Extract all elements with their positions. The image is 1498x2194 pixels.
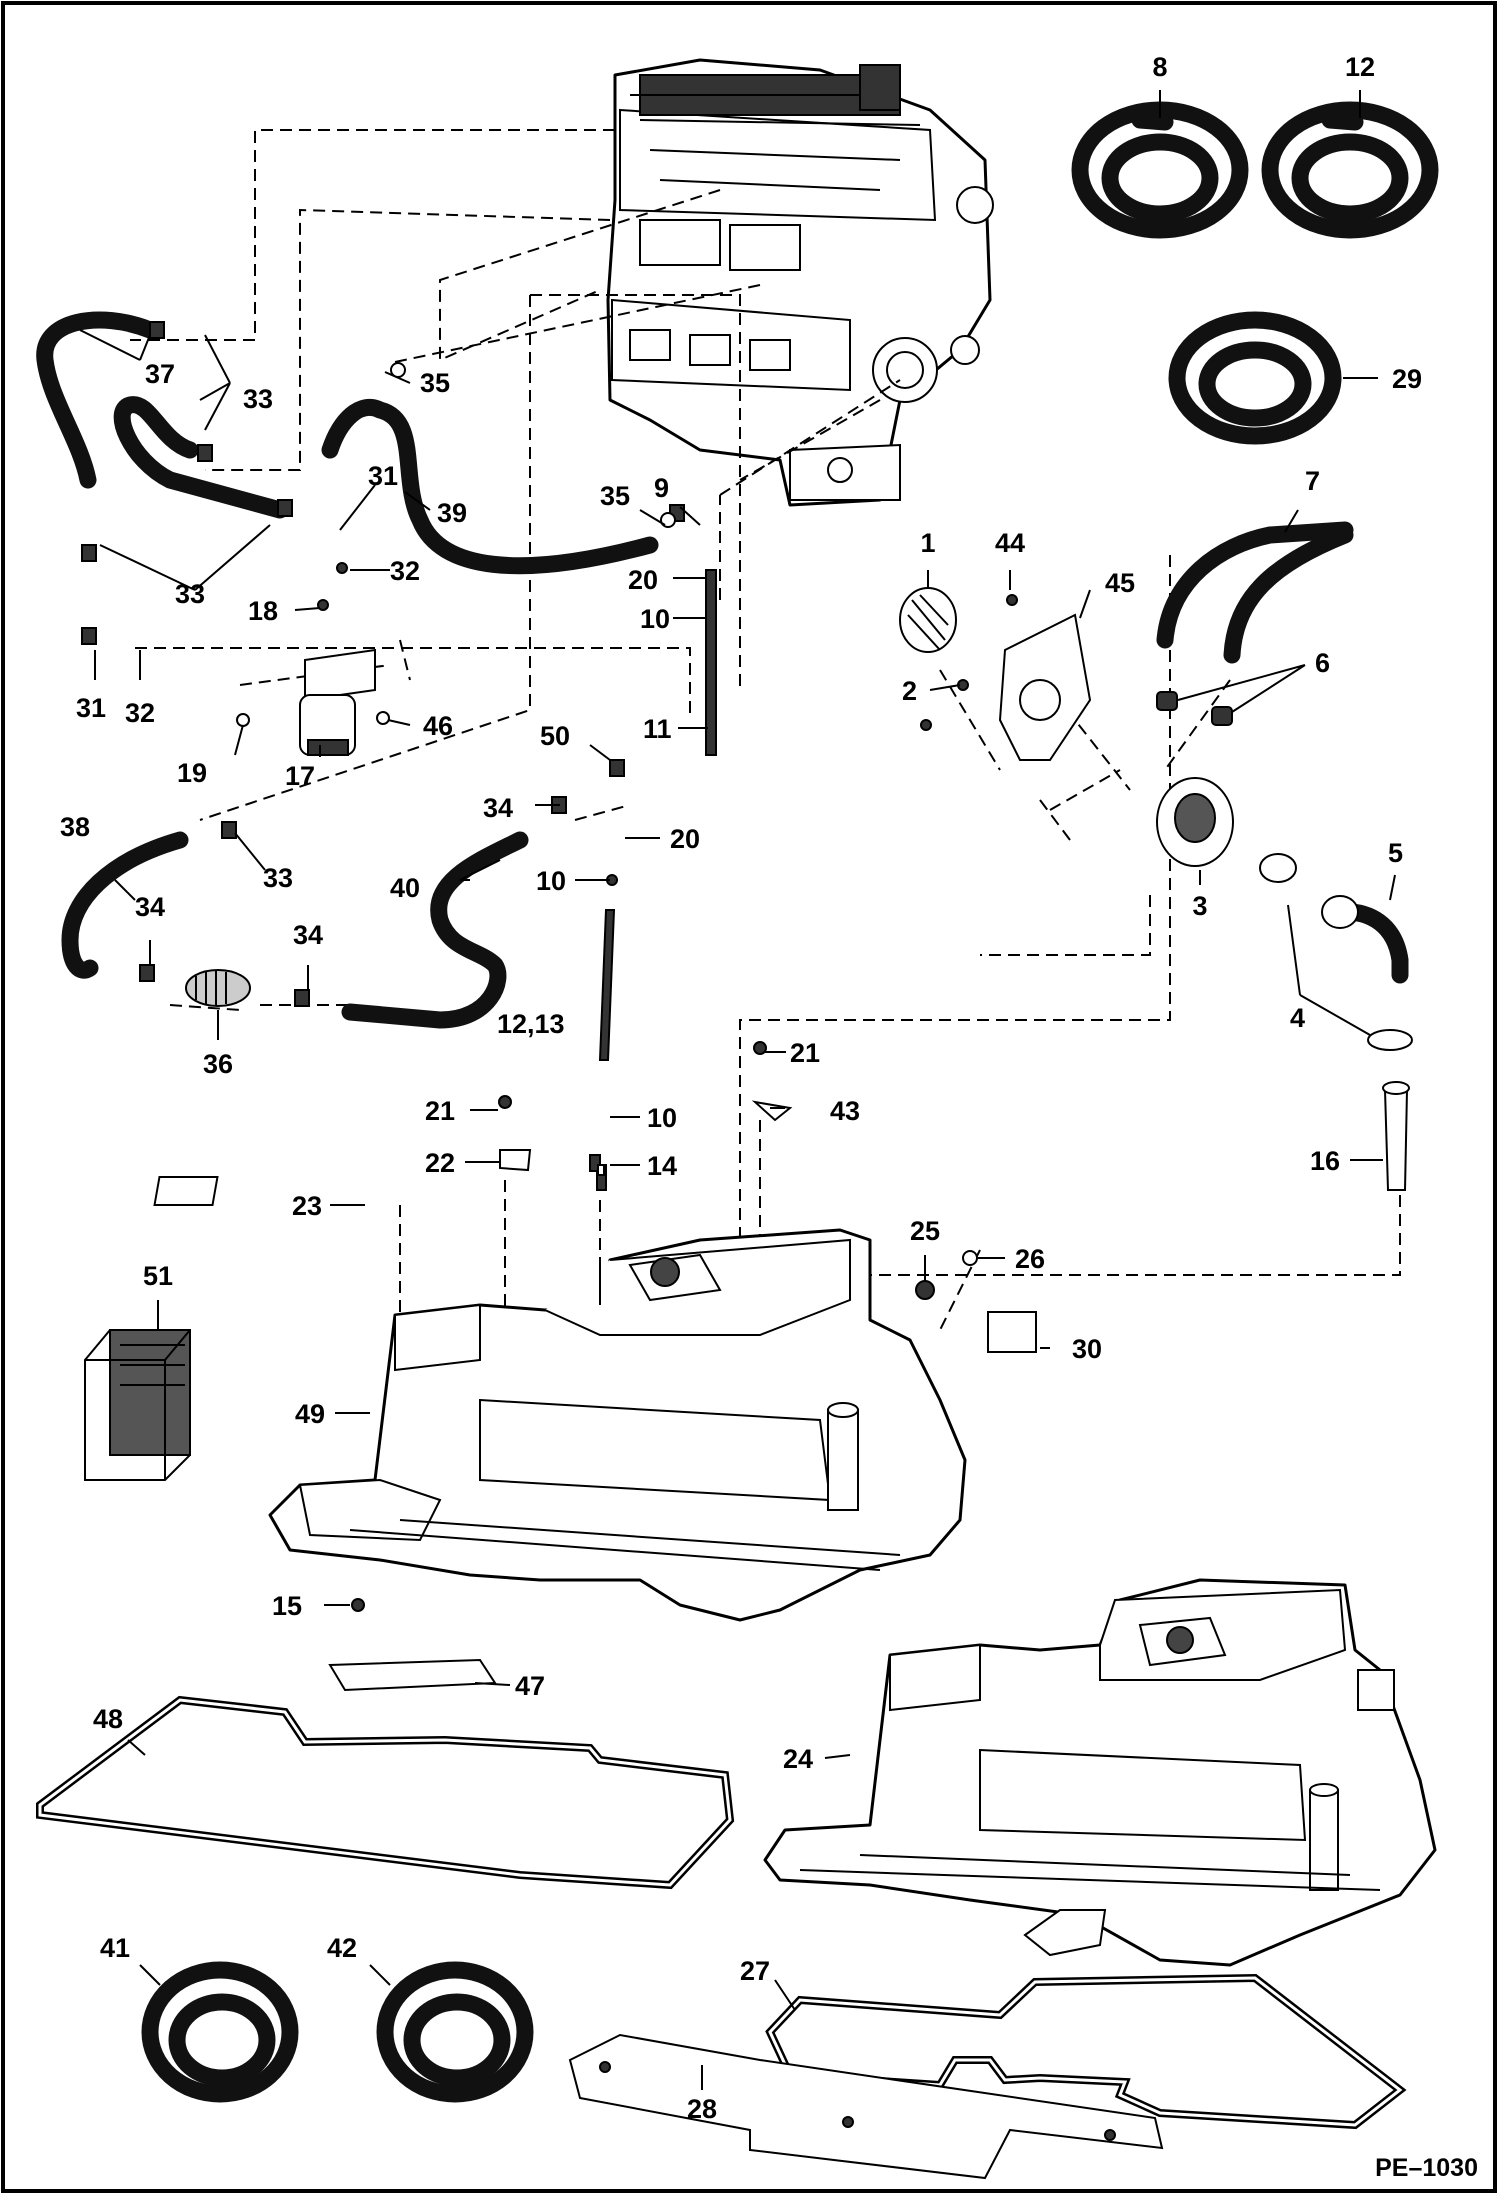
callout-49: 49 [295, 1399, 325, 1429]
hose-coil-29 [1168, 311, 1342, 445]
callout-43: 43 [830, 1096, 860, 1126]
callout-22: 22 [425, 1148, 455, 1178]
callout-26: 26 [1015, 1244, 1045, 1274]
callout-9: 9 [654, 473, 669, 503]
callout-48: 48 [93, 1704, 123, 1734]
fuel-line-fittings [81, 321, 717, 1007]
callout-41: 41 [100, 1933, 130, 1963]
callout-31: 31 [368, 461, 398, 491]
callout-35: 35 [420, 368, 450, 398]
fuel-filter-17 [236, 648, 390, 756]
callout-15: 15 [272, 1591, 302, 1621]
callout-28: 28 [687, 2094, 717, 2124]
callout-10: 10 [640, 604, 670, 634]
callout-32: 32 [390, 556, 420, 586]
callout-19: 19 [177, 758, 207, 788]
hose-40 [341, 831, 529, 1029]
callout-16: 16 [1310, 1146, 1340, 1176]
callout-3: 3 [1192, 891, 1207, 921]
callout-5: 5 [1388, 838, 1403, 868]
hose-coil-8 [1071, 101, 1249, 239]
elbow-hose-5 [1321, 895, 1409, 984]
clamps-6 [1156, 691, 1233, 726]
callout-34: 34 [293, 920, 323, 950]
callout-20: 20 [628, 565, 658, 595]
callout-24: 24 [783, 1744, 813, 1774]
fuel-tank-24 [763, 1578, 1437, 1967]
callout-38: 38 [60, 812, 90, 842]
drawing-number: PE–1030 [1375, 2154, 1478, 2182]
tube-16 [1382, 1081, 1410, 1191]
callout-45: 45 [1105, 568, 1135, 598]
callout-2: 2 [902, 676, 917, 706]
plate-47 [328, 1598, 497, 1692]
filler-neck-3 [1156, 777, 1234, 867]
inline-filter-36 [185, 969, 251, 1007]
callout-21: 21 [790, 1038, 820, 1068]
engine-illustration [606, 58, 994, 507]
callout-36: 36 [203, 1049, 233, 1079]
callout-44: 44 [995, 528, 1025, 558]
hose-coil-42 [376, 1961, 534, 2103]
callout-10: 10 [536, 866, 566, 896]
callout-7: 7 [1305, 466, 1320, 496]
callout-50: 50 [540, 721, 570, 751]
dipstick-tube-11 [705, 569, 717, 756]
clamp-4 [1259, 853, 1413, 1051]
callout-32: 32 [125, 698, 155, 728]
callout-30: 30 [1072, 1334, 1102, 1364]
callout-23: 23 [292, 1191, 322, 1221]
callout-11: 11 [643, 714, 672, 744]
callout-39: 39 [437, 498, 467, 528]
hose-39 [321, 398, 659, 575]
callout-33: 33 [263, 863, 293, 893]
hose-7 [1156, 521, 1354, 664]
callout-31: 31 [76, 693, 106, 723]
battery-51 [84, 1329, 191, 1481]
callout-1: 1 [920, 528, 935, 558]
callout-17: 17 [285, 761, 315, 791]
callout-20: 20 [670, 824, 700, 854]
callout-35: 35 [600, 481, 630, 511]
callout-leader-lines [79, 90, 1396, 2090]
gasket-27 [765, 1973, 1407, 2130]
callout-labels: 8 12 29 37 33 35 39 31 32 33 35 9 20 10 … [60, 52, 1478, 2182]
callout-40: 40 [390, 873, 420, 903]
plate-28 [568, 2033, 1164, 2180]
hose-38 [61, 831, 189, 979]
callout-21: 21 [425, 1096, 455, 1126]
callout-37: 37 [145, 359, 175, 389]
callout-6: 6 [1315, 648, 1330, 678]
callout-34: 34 [483, 793, 513, 823]
hose-coil-41 [141, 1961, 299, 2103]
callout-14: 14 [647, 1151, 677, 1181]
callout-25: 25 [910, 1216, 940, 1246]
hose-37 [36, 311, 289, 519]
callout-8: 8 [1152, 52, 1167, 82]
callout-18: 18 [248, 596, 278, 626]
callout-42: 42 [327, 1933, 357, 1963]
gasket-48 [36, 1695, 735, 1890]
callout-46: 46 [423, 711, 453, 741]
dipstick-tube-12-13 [596, 909, 616, 1191]
callout-12: 12 [1345, 52, 1375, 82]
callout-33: 33 [175, 579, 205, 609]
callout-10: 10 [647, 1103, 677, 1133]
fuel-tank-hardware [153, 1041, 1037, 1353]
callout-4: 4 [1290, 1003, 1305, 1033]
callout-27: 27 [740, 1956, 770, 1986]
callout-34: 34 [135, 892, 165, 922]
callout-33: 33 [243, 384, 273, 414]
callout-51: 51 [143, 1261, 173, 1291]
fuel-cap-1 [899, 587, 957, 653]
hose-coil-12 [1261, 101, 1439, 239]
callout-47: 47 [515, 1671, 545, 1701]
bracket-45 [920, 594, 1092, 761]
fuel-tank-49 [268, 1228, 967, 1622]
callout-12-13: 12,13 [497, 1009, 565, 1039]
callout-29: 29 [1392, 364, 1422, 394]
